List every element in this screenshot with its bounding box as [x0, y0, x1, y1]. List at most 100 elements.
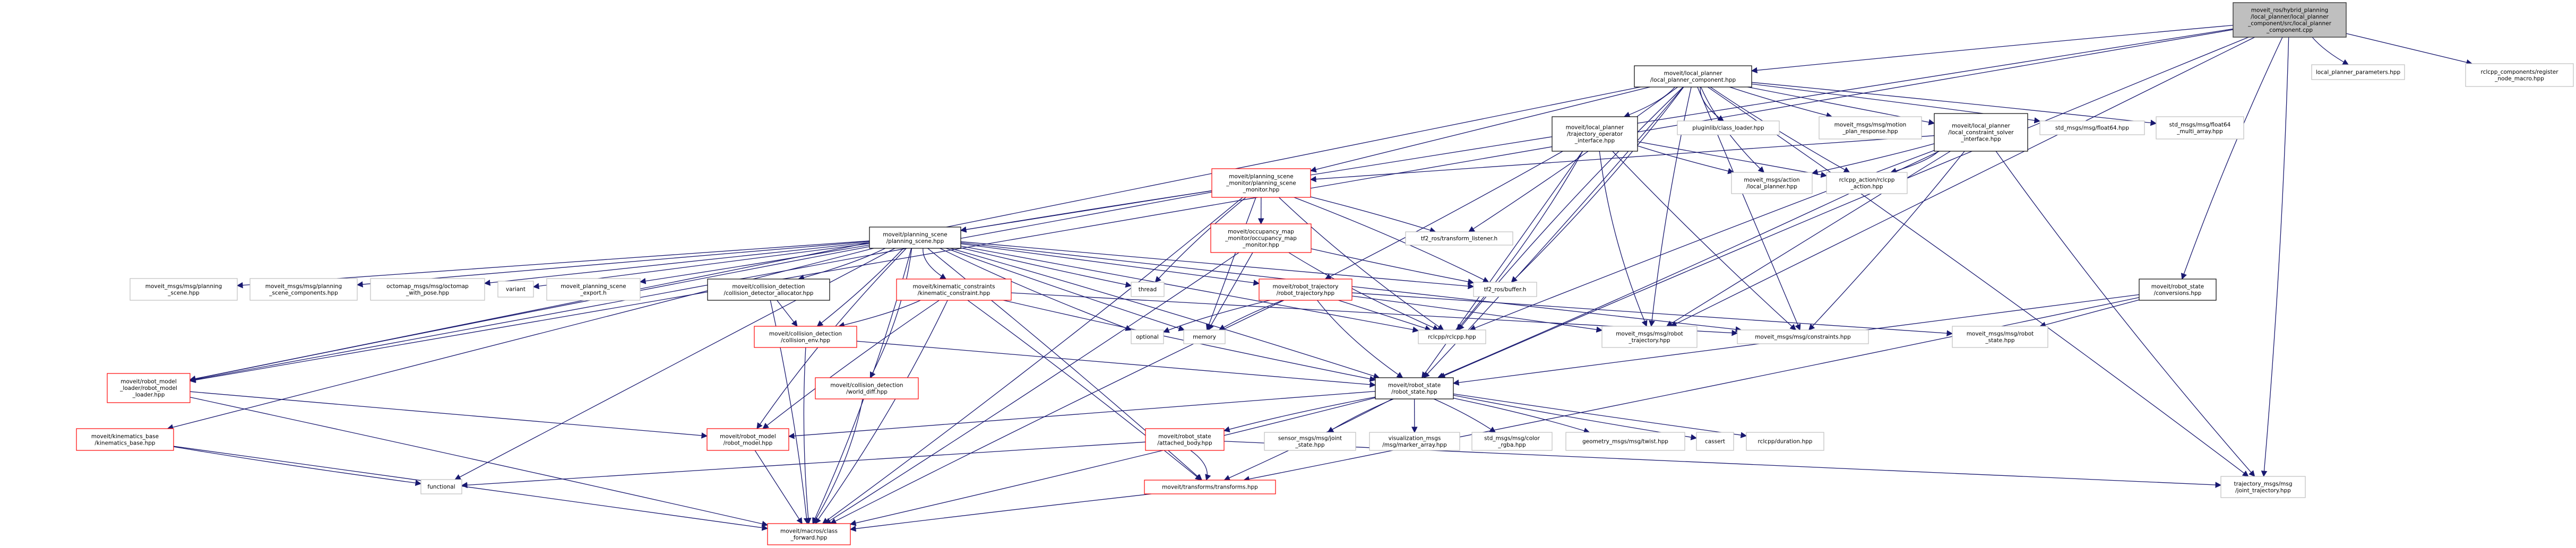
include-edge-rs-to-cf	[849, 397, 1376, 526]
graph-node-omm[interactable]: moveit/occupancy_map_monitor/occupancy_m…	[1210, 223, 1312, 253]
graph-node-mmrt: moveit_msgs/msg/robot_trajectory.hpp	[1601, 326, 1698, 348]
node-label-line: _rgba.hpp	[1497, 442, 1526, 448]
node-label-line: moveit/robot_model	[120, 379, 177, 385]
node-label-line: moveit/robot_state	[1388, 382, 1441, 388]
node-label-line: /conversions.hpp	[2154, 290, 2202, 297]
node-label-line: pluginlib/class_loader.hpp	[1692, 125, 1764, 132]
include-edge-rt-to-opt	[1162, 300, 1270, 333]
include-edge-lpc-to-psm	[1309, 86, 1650, 173]
include-edge-lcs-to-mmrt	[1666, 151, 1951, 327]
graph-node-ce[interactable]: moveit/collision_detection/collision_env…	[754, 326, 857, 348]
include-edge-kc-to-rs	[1003, 300, 1376, 382]
node-label-line: moveit_msgs/action	[1744, 177, 1799, 183]
include-edge-root-to-rcm	[2346, 33, 2473, 66]
include-edge-lpc-to-jt	[1707, 86, 2249, 477]
node-box	[76, 428, 174, 451]
node-label-line: /attached_body.hpp	[1157, 440, 1212, 446]
graph-node-vma: visualization_msgs/msg/marker_array.hpp	[1369, 432, 1460, 451]
include-edge-rs-to-dur	[1453, 393, 1747, 438]
graph-node-mem: memory	[1183, 329, 1226, 344]
graph-node-mmps: moveit_msgs/msg/planning_scene.hpp	[130, 278, 238, 301]
node-box	[1552, 116, 1638, 152]
graph-node-thr: thread	[1131, 282, 1165, 297]
include-edge-omm-to-rcl	[1288, 252, 1440, 331]
include-edge-lpc-to-tfb	[1511, 86, 1684, 283]
include-edge-ce-to-cf	[803, 347, 812, 525]
graph-node-cda[interactable]: moveit/collision_detection/collision_det…	[707, 279, 830, 301]
include-edge-omm-to-mem	[1208, 252, 1253, 331]
graph-node-root: moveit_ros/hybrid_planning/local_planner…	[2233, 2, 2347, 38]
node-label-line: /msg/marker_array.hpp	[1382, 442, 1447, 448]
node-label-line: moveit/planning_scene	[883, 231, 947, 238]
node-box	[1601, 326, 1698, 348]
node-label-line: _loader/robot_model	[119, 385, 177, 392]
include-edge-psm-to-rcl	[1279, 197, 1444, 330]
include-edge-ps-to-rml	[189, 246, 870, 382]
node-label-line: sensor_msgs/msg/joint	[1278, 435, 1342, 441]
node-label-line: local_planner_parameters.hpp	[2316, 69, 2401, 76]
graph-node-rm[interactable]: moveit/robot_model/robot_model.hpp	[707, 428, 789, 451]
node-label-line: tf2_ros/buffer.h	[1484, 286, 1527, 293]
include-edge-kc-to-cf	[815, 300, 948, 524]
node-label-line: optional	[1136, 334, 1159, 341]
graph-node-ps[interactable]: moveit/planning_scene/planning_scene.hpp	[869, 227, 961, 249]
graph-node-cf[interactable]: moveit/macros/class_forward.hpp	[767, 523, 851, 545]
node-label-line: moveit/occupancy_map	[1228, 229, 1294, 235]
node-label-line: variant	[506, 286, 525, 293]
node-box	[130, 278, 238, 301]
include-edge-ab-to-fun	[461, 441, 1146, 489]
node-box	[2465, 63, 2574, 87]
node-box	[546, 278, 641, 301]
graph-node-ab[interactable]: moveit/robot_state/attached_body.hpp	[1145, 428, 1225, 451]
graph-node-rml[interactable]: moveit/robot_model_loader/robot_model_lo…	[107, 373, 191, 403]
graph-node-rs[interactable]: moveit/robot_state/robot_state.hpp	[1375, 377, 1454, 399]
node-label-line: moveit/robot_model	[720, 433, 776, 440]
node-box	[1952, 326, 2048, 348]
include-edge-toi-to-rca	[1637, 141, 1828, 178]
node-box	[2233, 2, 2347, 38]
node-label-line: /kinematics_base.hpp	[94, 440, 156, 446]
include-edge-toi-to-mmrt	[1599, 151, 1648, 327]
include-edge-toi-to-rs	[1421, 151, 1583, 378]
include-edge-conv-to-tr	[1243, 297, 2140, 482]
node-box	[1145, 428, 1225, 451]
graph-node-fun: functional	[420, 479, 462, 494]
node-label-line: tf2_ros/transform_listener.h	[1421, 236, 1497, 242]
node-box	[1144, 480, 1276, 494]
graph-node-kc[interactable]: moveit/kinematic_constraints/kinematic_c…	[896, 279, 1012, 301]
node-label-line: _loader.hpp	[132, 392, 165, 398]
graph-node-conv[interactable]: moveit/robot_state/conversions.hpp	[2139, 279, 2217, 301]
graph-node-toi[interactable]: moveit/local_planner/trajectory_operator…	[1552, 116, 1638, 152]
include-edge-kc-to-rm	[762, 300, 940, 429]
node-label-line: moveit/planning_scene	[1229, 173, 1294, 180]
node-label-line: /joint_trajectory.hpp	[2235, 488, 2291, 494]
include-edge-root-to-rml	[189, 29, 2234, 384]
node-label-line: moveit/macros/class	[780, 528, 838, 534]
node-box	[420, 479, 462, 494]
node-label-line: std_msgs/msg/color	[1484, 435, 1540, 441]
graph-node-rt[interactable]: moveit/robot_trajectory/robot_trajectory…	[1259, 279, 1352, 301]
include-edge-toi-to-rcl	[1456, 151, 1583, 330]
include-edge-ps-to-kc	[923, 248, 947, 280]
node-label-line: /collision_detector_allocator.hpp	[724, 290, 814, 297]
node-label-line: moveit/kinematic_constraints	[912, 283, 995, 290]
graph-node-opt: optional	[1131, 329, 1164, 344]
include-edge-kb-to-fun	[173, 446, 422, 486]
graph-node-psm[interactable]: moveit/planning_scene_monitor/planning_s…	[1211, 168, 1311, 198]
node-label-line: _interface.hpp	[1960, 136, 2001, 143]
graph-node-kb[interactable]: moveit/kinematics_base/kinematics_base.h…	[76, 428, 174, 451]
node-label-line: /local_planner_component.hpp	[1650, 77, 1736, 83]
node-box	[1677, 120, 1780, 135]
include-edge-kc-to-ce	[838, 300, 921, 328]
include-edge-lpc-to-pcl	[1700, 86, 1725, 121]
node-label-line: /robot_state.hpp	[1391, 389, 1437, 395]
graph-node-wd[interactable]: moveit/collision_detection/world_diff.hp…	[815, 377, 919, 399]
node-label-line: thread	[1139, 286, 1157, 293]
node-label-line: /kinematic_constraint.hpp	[918, 290, 990, 297]
graph-node-f64: std_msgs/msg/float64.hpp	[2039, 120, 2145, 135]
graph-node-lpc[interactable]: moveit/local_planner/local_planner_compo…	[1634, 65, 1752, 88]
node-label-line: _node_macro.hpp	[2494, 75, 2544, 82]
graph-node-lcs[interactable]: moveit/local_planner/local_constraint_so…	[1934, 113, 2028, 152]
node-label-line: _interface.hpp	[1574, 138, 1615, 144]
graph-node-tr[interactable]: moveit/transforms/transforms.hpp	[1144, 480, 1276, 494]
